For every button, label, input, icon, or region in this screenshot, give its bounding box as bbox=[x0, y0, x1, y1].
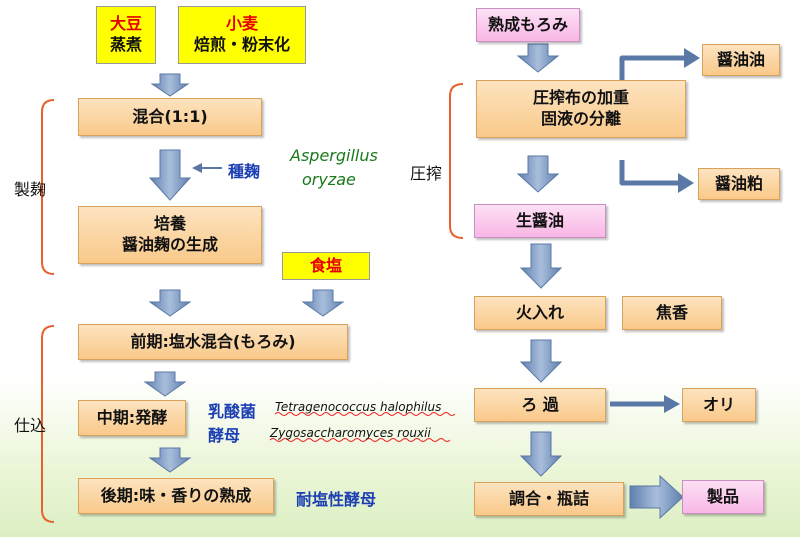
right-arrow bbox=[629, 474, 684, 520]
sediment-label: オリ bbox=[702, 394, 735, 414]
box-filtration: ろ 過 bbox=[474, 388, 606, 422]
heating-label: 火入れ bbox=[515, 302, 564, 322]
box-salt: 食塩 bbox=[282, 252, 370, 280]
yeast-label: 酵母 bbox=[208, 426, 241, 445]
aspergillus-label-2: oryzae bbox=[302, 170, 356, 189]
roast-label: 焙煎・粉末化 bbox=[193, 35, 290, 54]
down-arrow bbox=[516, 155, 560, 193]
wheat-label: 小麦 bbox=[225, 14, 258, 34]
branch-arrow-cake bbox=[619, 160, 682, 186]
late-label: 後期:味・香りの熟成 bbox=[100, 485, 252, 505]
box-heating: 火入れ bbox=[474, 296, 606, 330]
mix-label: 混合(1:1) bbox=[132, 106, 208, 126]
box-soy-oil: 醤油油 bbox=[702, 44, 780, 76]
down-arrow bbox=[148, 447, 192, 473]
stage-shikomi-label: 仕込 bbox=[14, 416, 47, 435]
salt-label: 食塩 bbox=[309, 255, 342, 275]
box-late: 後期:味・香りの熟成 bbox=[78, 478, 274, 514]
branch-arrow-oil bbox=[619, 55, 688, 80]
down-arrow bbox=[519, 243, 563, 289]
down-arrow bbox=[148, 289, 192, 317]
seed-koji-label: 種麹 bbox=[228, 162, 261, 181]
culture-label-1: 培養 bbox=[153, 214, 186, 234]
box-mix: 混合(1:1) bbox=[78, 98, 262, 136]
lactic-species-label: Tetragenococcus halophilus bbox=[275, 400, 442, 414]
salt-tolerant-label: 耐塩性酵母 bbox=[296, 490, 377, 509]
raw-soy-label: 生醤油 bbox=[515, 210, 564, 230]
box-wheat: 小麦 焙煎・粉末化 bbox=[178, 6, 306, 64]
bracket-press bbox=[449, 83, 464, 239]
lactic-label: 乳酸菌 bbox=[208, 402, 257, 421]
box-product: 製品 bbox=[682, 480, 764, 514]
down-arrow bbox=[148, 149, 192, 201]
filtration-label: ろ 過 bbox=[521, 394, 559, 414]
matured-label: 熟成もろみ bbox=[487, 14, 568, 34]
stage-press-label: 圧搾 bbox=[410, 164, 443, 183]
box-blend: 調合・瓶詰 bbox=[474, 482, 624, 516]
product-label: 製品 bbox=[706, 486, 739, 506]
box-sediment: オリ bbox=[682, 388, 756, 422]
box-culture: 培養 醤油麹の生成 bbox=[78, 206, 262, 264]
bracket-shikomi bbox=[41, 325, 55, 523]
press-label-1: 圧搾布の加重 bbox=[532, 88, 629, 108]
aroma-label: 焦香 bbox=[655, 302, 688, 322]
yeast-species-label: Zygosaccharomyces rouxii bbox=[270, 426, 431, 440]
box-raw-soy: 生醤油 bbox=[474, 204, 606, 238]
down-arrow bbox=[516, 43, 560, 73]
middle-label: 中期:発酵 bbox=[96, 407, 168, 427]
box-matured: 熟成もろみ bbox=[476, 8, 580, 42]
down-arrow bbox=[150, 73, 190, 97]
box-press: 圧搾布の加重 固液の分離 bbox=[476, 80, 686, 138]
stage-koji-label: 製麹 bbox=[14, 180, 47, 199]
box-soybean: 大豆 蒸煮 bbox=[96, 6, 156, 64]
aspergillus-label-1: Aspergillus bbox=[290, 146, 378, 165]
box-aroma: 焦香 bbox=[622, 296, 722, 330]
bracket-koji bbox=[41, 99, 55, 275]
box-middle: 中期:発酵 bbox=[78, 400, 186, 436]
down-arrow bbox=[519, 431, 563, 477]
down-arrow bbox=[519, 339, 563, 383]
early-label: 前期:塩水混合(もろみ) bbox=[130, 331, 296, 351]
soy-cake-label: 醤油粕 bbox=[714, 173, 763, 193]
press-label-2: 固液の分離 bbox=[540, 109, 621, 128]
down-arrow bbox=[143, 371, 187, 397]
steam-label: 蒸煮 bbox=[109, 35, 142, 54]
down-arrow bbox=[301, 289, 345, 317]
soybean-label: 大豆 bbox=[109, 14, 142, 34]
blend-label: 調合・瓶詰 bbox=[508, 488, 589, 508]
box-soy-cake: 醤油粕 bbox=[698, 168, 780, 200]
culture-label-2: 醤油麹の生成 bbox=[121, 235, 218, 254]
box-early: 前期:塩水混合(もろみ) bbox=[78, 324, 348, 360]
soy-oil-label: 醤油油 bbox=[716, 49, 765, 69]
